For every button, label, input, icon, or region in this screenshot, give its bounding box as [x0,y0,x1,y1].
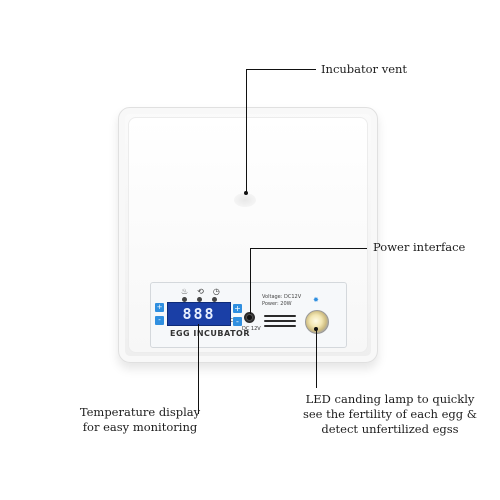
vent-callout-dot [244,191,248,195]
speaker-grille-line [264,325,296,327]
speaker-grille-line [264,315,296,317]
power-jack [244,312,255,323]
indicator-dot-heat [182,297,187,302]
power-callout-line-horizontal [250,248,367,249]
speaker-grille-line [264,320,296,322]
temperature-callout-line [198,324,199,414]
flame-icon: ♨ [181,287,198,296]
power-callout-line-vertical [250,248,251,314]
power-callout-label: Power interface [373,240,466,254]
panel-left-bottom-button: - [155,316,164,325]
indicator-dot-timer [212,297,217,302]
lamp-light-icon: ✸ [313,296,319,304]
temperature-callout-line-2: for easy monitoring [82,420,198,434]
egg-turn-icon: ⟲ [197,287,213,296]
indicator-dot-turn [197,297,202,302]
status-icons: ♨⟲◷ [181,287,229,296]
incubator-vent [234,193,256,207]
vent-callout-label: Incubator vent [321,62,408,76]
temperature-display: 888 [167,302,231,326]
led-callout-line-2: see the fertility of each egg & [302,407,478,421]
temperature-callout-label: Temperature display for easy monitoring [78,405,202,435]
timer-icon: ◷ [212,287,229,296]
vent-callout-line-horizontal [246,69,316,70]
panel-plus-button: + [233,304,242,313]
led-callout-dot [314,327,318,331]
power-jack-label: DC 12V [242,326,261,332]
led-callout-line-1: LED canding lamp to quickly [305,392,475,406]
power-spec: Power: 20W [262,301,292,307]
voltage-spec: Voltage: DC12V [262,294,302,300]
led-callout-line-3: detect unfertilized egss [321,422,459,436]
vent-callout-line-vertical [246,69,247,193]
led-callout-label: LED canding lamp to quickly see the fert… [292,392,488,437]
led-callout-line [316,330,317,388]
panel-minus-button: - [233,317,242,326]
temperature-callout-line-1: Temperature display [79,405,201,419]
temperature-unit: C [230,318,234,324]
brand-label: EGG INCUBATOR [170,329,251,338]
panel-left-top-button: + [155,303,164,312]
